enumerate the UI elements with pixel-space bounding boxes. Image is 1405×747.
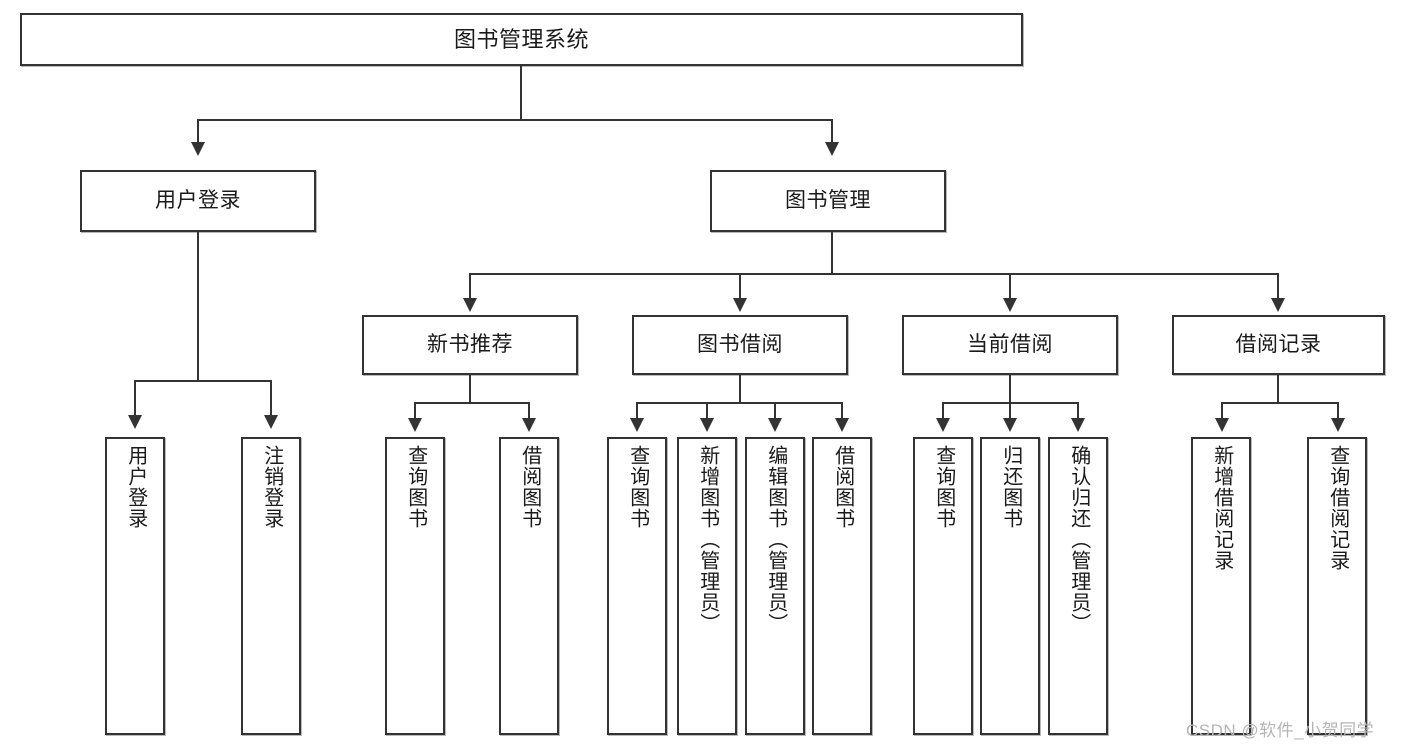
leaf-current-borrow-confirm-admin[interactable]: 确认归还（管理员） xyxy=(1048,437,1108,735)
arrow-bb-to-leaf-1 xyxy=(630,418,644,432)
arrow-to-current-borrow xyxy=(1003,298,1017,312)
leaf-user-login-login[interactable]: 用户登录 xyxy=(105,437,165,735)
arrow-nbr-to-leaf-2 xyxy=(522,418,536,432)
connector-user-login-to-leaf-2 xyxy=(270,380,272,417)
arrow-br-to-leaf-1 xyxy=(1215,418,1229,432)
connector-new-book-recommend-stem xyxy=(469,375,471,402)
connector-new-book-recommend-bus xyxy=(414,402,530,404)
node-label: 编辑图书（管理员） xyxy=(764,445,787,634)
leaf-book-borrow-query[interactable]: 查询图书 xyxy=(607,437,667,735)
connector-current-borrow-stem xyxy=(1009,375,1011,402)
csdn-watermark: CSDN @软件_小贺同学 xyxy=(1186,721,1375,740)
connector-root-stem xyxy=(520,66,522,119)
leaf-user-login-logout[interactable]: 注销登录 xyxy=(241,437,301,735)
arrow-to-new-book-recommend xyxy=(463,298,477,312)
connector-bb-to-leaf-1 xyxy=(636,402,638,420)
connector-nbr-to-leaf-2 xyxy=(528,402,530,420)
connector-user-login-stem xyxy=(197,232,199,380)
connector-to-current-borrow xyxy=(1009,273,1011,300)
connector-cb-to-leaf-2 xyxy=(1009,402,1011,420)
arrow-user-login-to-leaf-1 xyxy=(128,415,142,429)
connector-book-borrow-stem xyxy=(739,375,741,402)
connector-user-login-to-leaf-1 xyxy=(134,380,136,417)
node-label: 新增图书（管理员） xyxy=(696,445,719,634)
connector-bb-to-leaf-2 xyxy=(706,402,708,420)
node-label: 图书管理 xyxy=(785,188,871,212)
node-label: 新增借阅记录 xyxy=(1210,445,1233,571)
connector-root-to-user-login xyxy=(197,119,199,144)
node-label: 确认归还（管理员） xyxy=(1067,445,1090,634)
connector-cb-to-leaf-3 xyxy=(1077,402,1079,420)
arrow-cb-to-leaf-3 xyxy=(1071,418,1085,432)
node-label: 查询图书 xyxy=(404,445,427,529)
node-label: 归还图书 xyxy=(999,445,1022,529)
connector-user-login-bus xyxy=(134,380,270,382)
node-borrow-records[interactable]: 借阅记录 xyxy=(1172,315,1385,375)
leaf-book-borrow-edit-admin[interactable]: 编辑图书（管理员） xyxy=(745,437,805,735)
node-label: 注销登录 xyxy=(260,445,283,529)
connector-to-borrow-records xyxy=(1277,273,1279,300)
node-label: 当前借阅 xyxy=(967,332,1053,356)
arrow-br-to-leaf-2 xyxy=(1331,418,1345,432)
connector-book-mgmt-bus xyxy=(469,273,1279,275)
node-current-borrow[interactable]: 当前借阅 xyxy=(902,315,1118,375)
arrow-root-to-book-mgmt xyxy=(825,142,839,156)
connector-book-mgmt-stem xyxy=(831,232,833,273)
connector-to-new-book-recommend xyxy=(469,273,471,300)
connector-root-to-book-mgmt xyxy=(831,119,833,144)
connector-root-bus xyxy=(197,119,833,121)
connector-nbr-to-leaf-1 xyxy=(414,402,416,420)
node-label: 借阅图书 xyxy=(831,445,854,529)
arrow-bb-to-leaf-3 xyxy=(768,418,782,432)
arrow-nbr-to-leaf-1 xyxy=(408,418,422,432)
node-root-system[interactable]: 图书管理系统 xyxy=(20,13,1023,66)
node-book-management[interactable]: 图书管理 xyxy=(710,170,946,232)
connector-cb-to-leaf-1 xyxy=(942,402,944,420)
node-label: 查询图书 xyxy=(626,445,649,529)
leaf-new-book-borrow[interactable]: 借阅图书 xyxy=(499,437,559,735)
arrow-cb-to-leaf-2 xyxy=(1003,418,1017,432)
arrow-user-login-to-leaf-2 xyxy=(264,415,278,429)
node-label: 用户登录 xyxy=(124,445,147,529)
leaf-current-borrow-query[interactable]: 查询图书 xyxy=(913,437,973,735)
leaf-borrow-record-add[interactable]: 新增借阅记录 xyxy=(1191,437,1251,735)
connector-br-to-leaf-1 xyxy=(1221,402,1223,420)
arrow-to-borrow-records xyxy=(1271,298,1285,312)
node-label: 图书借阅 xyxy=(697,332,783,356)
node-label: 查询借阅记录 xyxy=(1326,445,1349,571)
node-label: 借阅图书 xyxy=(518,445,541,529)
connector-bb-to-leaf-4 xyxy=(841,402,843,420)
node-label: 借阅记录 xyxy=(1235,332,1322,356)
arrow-to-book-borrow xyxy=(733,298,747,312)
node-book-borrow[interactable]: 图书借阅 xyxy=(632,315,848,375)
leaf-borrow-record-query[interactable]: 查询借阅记录 xyxy=(1307,437,1367,735)
arrow-bb-to-leaf-4 xyxy=(835,418,849,432)
arrow-cb-to-leaf-1 xyxy=(936,418,950,432)
connector-to-book-borrow xyxy=(739,273,741,300)
connector-br-to-leaf-2 xyxy=(1337,402,1339,420)
arrow-bb-to-leaf-2 xyxy=(700,418,714,432)
connector-book-borrow-bus xyxy=(636,402,842,404)
arrow-root-to-user-login xyxy=(191,142,205,156)
connector-borrow-records-stem xyxy=(1277,375,1279,402)
connector-borrow-records-bus xyxy=(1221,402,1339,404)
leaf-book-borrow-add-admin[interactable]: 新增图书（管理员） xyxy=(677,437,737,735)
node-label: 查询图书 xyxy=(932,445,955,529)
connector-bb-to-leaf-3 xyxy=(774,402,776,420)
leaf-current-borrow-return[interactable]: 归还图书 xyxy=(980,437,1040,735)
leaf-book-borrow-borrow[interactable]: 借阅图书 xyxy=(812,437,872,735)
node-user-login[interactable]: 用户登录 xyxy=(80,170,316,232)
node-label: 用户登录 xyxy=(155,188,241,212)
node-new-book-recommend[interactable]: 新书推荐 xyxy=(362,315,578,375)
node-label: 新书推荐 xyxy=(427,332,513,356)
leaf-new-book-query[interactable]: 查询图书 xyxy=(385,437,445,735)
node-label: 图书管理系统 xyxy=(453,26,589,52)
